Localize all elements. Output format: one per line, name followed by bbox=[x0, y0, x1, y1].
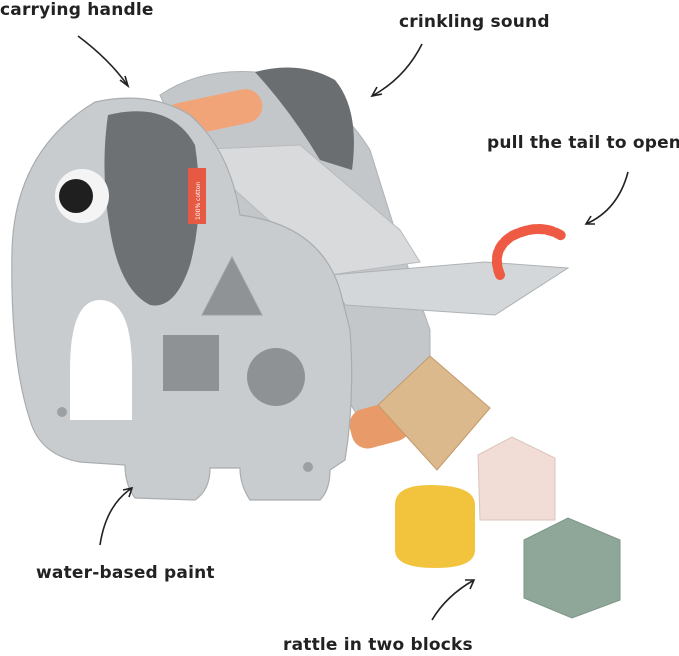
yellow-cylinder-block bbox=[395, 485, 475, 568]
arrow-paint-head bbox=[122, 486, 134, 498]
arrow-crinkle bbox=[371, 43, 423, 97]
eye-pupil bbox=[59, 179, 93, 213]
label-carrying-handle: carrying handle bbox=[0, 0, 154, 20]
round-hole bbox=[247, 348, 305, 406]
screw-left bbox=[57, 407, 67, 417]
label-water-based-paint: water-based paint bbox=[36, 563, 215, 583]
tail-rope bbox=[492, 224, 567, 280]
arrow-handle bbox=[77, 35, 129, 87]
arrow-rattle-head bbox=[465, 579, 476, 590]
label-rattle-blocks: rattle in two blocks bbox=[283, 635, 473, 655]
arrow-rattle bbox=[431, 579, 475, 621]
arrow-handle-head bbox=[119, 75, 130, 89]
front-ear bbox=[104, 111, 199, 306]
label-crinkling-sound: crinkling sound bbox=[399, 12, 550, 32]
wooden-cube bbox=[377, 355, 491, 471]
screw-right bbox=[303, 462, 313, 472]
green-cube-block bbox=[523, 517, 621, 619]
tag-label: 100% cotton bbox=[195, 182, 202, 220]
arrow-paint bbox=[99, 487, 133, 546]
arrow-tail-head bbox=[584, 215, 595, 225]
label-pull-tail: pull the tail to open bbox=[487, 133, 679, 153]
square-hole bbox=[163, 335, 219, 391]
back-ear bbox=[255, 67, 354, 170]
leg-arch-cutout bbox=[70, 300, 132, 420]
pink-triangle-block bbox=[477, 436, 556, 521]
arrow-crinkle-head bbox=[370, 86, 383, 98]
cotton-tag bbox=[188, 168, 206, 224]
triangle-hole bbox=[201, 255, 263, 316]
arrow-tail bbox=[585, 171, 629, 225]
